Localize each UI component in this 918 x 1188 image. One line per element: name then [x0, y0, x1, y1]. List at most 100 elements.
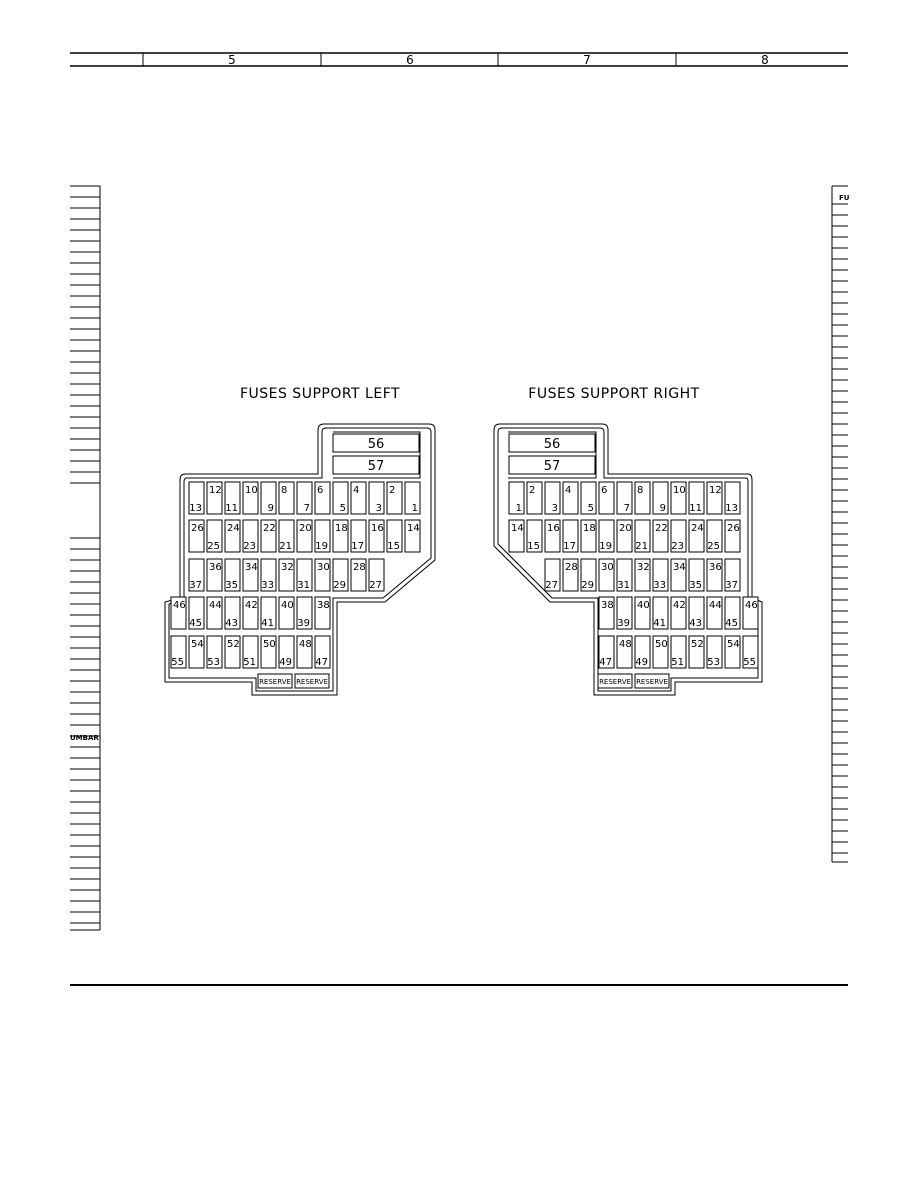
fuse-17[interactable]: 17 [350, 519, 367, 553]
fuse-4[interactable]: 4 [350, 481, 367, 515]
fuse-15[interactable]: 15 [386, 519, 403, 553]
fuse-39[interactable]: 39 [616, 596, 633, 630]
fuse-18[interactable]: 18 [332, 519, 349, 553]
fuse-53[interactable]: 53 [706, 635, 723, 669]
fuse-21[interactable]: 21 [278, 519, 295, 553]
fuse-10[interactable]: 10 [670, 481, 687, 515]
fuse-32[interactable]: 32 [634, 558, 651, 592]
fuse-30[interactable]: 30 [598, 558, 615, 592]
fuse-46[interactable]: 46 [170, 596, 187, 630]
fuse-28[interactable]: 28 [350, 558, 367, 592]
fuse-7[interactable]: 7 [616, 481, 633, 515]
fuse-14[interactable]: 14 [404, 519, 421, 553]
fuse-32[interactable]: 32 [278, 558, 295, 592]
fuse-56[interactable]: 56 [508, 433, 596, 453]
fuse-48[interactable]: 48 [296, 635, 313, 669]
fuse-24[interactable]: 24 [688, 519, 705, 553]
fuse-13[interactable]: 13 [724, 481, 741, 515]
fuse-11[interactable]: 11 [688, 481, 705, 515]
fuse-42[interactable]: 42 [670, 596, 687, 630]
fuse-7[interactable]: 7 [296, 481, 313, 515]
reserve-slot[interactable]: RESERVE [634, 673, 670, 689]
fuse-19[interactable]: 19 [598, 519, 615, 553]
fuse-54[interactable]: 54 [724, 635, 741, 669]
fuse-53[interactable]: 53 [206, 635, 223, 669]
fuse-35[interactable]: 35 [224, 558, 241, 592]
fuse-45[interactable]: 45 [188, 596, 205, 630]
fuse-10[interactable]: 10 [242, 481, 259, 515]
fuse-19[interactable]: 19 [314, 519, 331, 553]
fuse-29[interactable]: 29 [332, 558, 349, 592]
fuse-55[interactable]: 55 [170, 635, 187, 669]
fuse-37[interactable]: 37 [188, 558, 205, 592]
fuse-1[interactable]: 1 [508, 481, 525, 515]
fuse-49[interactable]: 49 [278, 635, 295, 669]
fuse-40[interactable]: 40 [278, 596, 295, 630]
fuse-39[interactable]: 39 [296, 596, 313, 630]
fuse-15[interactable]: 15 [526, 519, 543, 553]
fuse-38[interactable]: 38 [598, 596, 615, 630]
fuse-29[interactable]: 29 [580, 558, 597, 592]
fuse-47[interactable]: 47 [314, 635, 331, 669]
fuse-49[interactable]: 49 [634, 635, 651, 669]
fuse-25[interactable]: 25 [206, 519, 223, 553]
reserve-slot[interactable]: RESERVE [257, 673, 293, 689]
fuse-38[interactable]: 38 [314, 596, 331, 630]
fuse-6[interactable]: 6 [598, 481, 615, 515]
fuse-56[interactable]: 56 [332, 433, 420, 453]
fuse-11[interactable]: 11 [224, 481, 241, 515]
fuse-18[interactable]: 18 [580, 519, 597, 553]
fuse-16[interactable]: 16 [368, 519, 385, 553]
fuse-50[interactable]: 50 [652, 635, 669, 669]
fuse-23[interactable]: 23 [242, 519, 259, 553]
fuse-44[interactable]: 44 [206, 596, 223, 630]
fuse-51[interactable]: 51 [670, 635, 687, 669]
fuse-14[interactable]: 14 [508, 519, 525, 553]
fuse-5[interactable]: 5 [332, 481, 349, 515]
fuse-12[interactable]: 12 [206, 481, 223, 515]
fuse-12[interactable]: 12 [706, 481, 723, 515]
fuse-16[interactable]: 16 [544, 519, 561, 553]
fuse-27[interactable]: 27 [368, 558, 385, 592]
fuse-4[interactable]: 4 [562, 481, 579, 515]
fuse-21[interactable]: 21 [634, 519, 651, 553]
fuse-31[interactable]: 31 [296, 558, 313, 592]
fuse-51[interactable]: 51 [242, 635, 259, 669]
fuse-36[interactable]: 36 [206, 558, 223, 592]
fuse-40[interactable]: 40 [634, 596, 651, 630]
fuse-20[interactable]: 20 [296, 519, 313, 553]
fuse-43[interactable]: 43 [224, 596, 241, 630]
fuse-44[interactable]: 44 [706, 596, 723, 630]
fuse-52[interactable]: 52 [688, 635, 705, 669]
fuse-6[interactable]: 6 [314, 481, 331, 515]
fuse-2[interactable]: 2 [386, 481, 403, 515]
fuse-34[interactable]: 34 [242, 558, 259, 592]
fuse-33[interactable]: 33 [652, 558, 669, 592]
fuse-41[interactable]: 41 [652, 596, 669, 630]
fuse-3[interactable]: 3 [368, 481, 385, 515]
fuse-24[interactable]: 24 [224, 519, 241, 553]
fuse-54[interactable]: 54 [188, 635, 205, 669]
fuse-57[interactable]: 57 [508, 455, 596, 475]
fuse-37[interactable]: 37 [724, 558, 741, 592]
fuse-25[interactable]: 25 [706, 519, 723, 553]
fuse-2[interactable]: 2 [526, 481, 543, 515]
fuse-52[interactable]: 52 [224, 635, 241, 669]
fuse-33[interactable]: 33 [260, 558, 277, 592]
fuse-57[interactable]: 57 [332, 455, 420, 475]
fuse-45[interactable]: 45 [724, 596, 741, 630]
fuse-36[interactable]: 36 [706, 558, 723, 592]
fuse-46[interactable]: 46 [742, 596, 759, 630]
fuse-9[interactable]: 9 [260, 481, 277, 515]
fuse-13[interactable]: 13 [188, 481, 205, 515]
fuse-17[interactable]: 17 [562, 519, 579, 553]
fuse-31[interactable]: 31 [616, 558, 633, 592]
fuse-8[interactable]: 8 [634, 481, 651, 515]
fuse-27[interactable]: 27 [544, 558, 561, 592]
fuse-55[interactable]: 55 [742, 635, 759, 669]
fuse-47[interactable]: 47 [598, 635, 615, 669]
fuse-26[interactable]: 26 [724, 519, 741, 553]
fuse-50[interactable]: 50 [260, 635, 277, 669]
fuse-1[interactable]: 1 [404, 481, 421, 515]
fuse-28[interactable]: 28 [562, 558, 579, 592]
